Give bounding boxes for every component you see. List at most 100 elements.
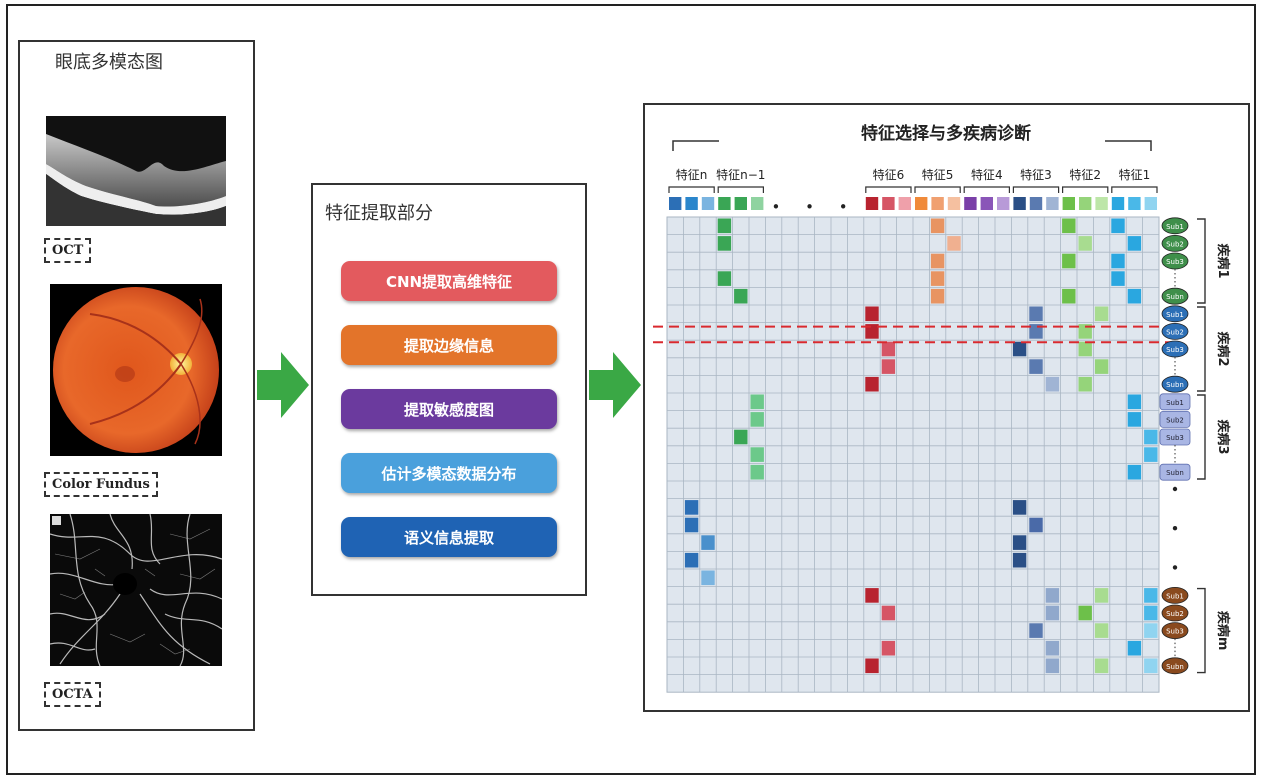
- feature-extraction-title: 特征提取部分: [325, 203, 433, 224]
- feature-swatch: [1111, 197, 1125, 210]
- marked-cell: [947, 236, 961, 251]
- sub-node-label: Sub3: [1166, 628, 1184, 636]
- marked-cell: [930, 218, 945, 234]
- feature-brace: [1012, 186, 1060, 193]
- sub-node: [1161, 217, 1189, 235]
- marked-cell: [1144, 623, 1158, 638]
- marked-cell: [881, 640, 896, 656]
- sub-node-label: Subn: [1166, 381, 1184, 389]
- marked-cell: [1062, 218, 1076, 234]
- marked-cell: [865, 658, 879, 674]
- sub-node-label: Sub2: [1166, 328, 1184, 336]
- feature-swatch: [997, 197, 1010, 210]
- marked-cell: [1012, 552, 1027, 568]
- sub-node-label: Sub1: [1166, 592, 1184, 600]
- marked-cell: [881, 359, 896, 374]
- feature-swatch: [1079, 197, 1092, 210]
- feature-swatch: [964, 197, 977, 210]
- marked-cell: [1078, 376, 1092, 392]
- marked-cell: [701, 535, 715, 550]
- sub-node-label: Sub1: [1166, 311, 1184, 319]
- marked-cell: [1029, 306, 1043, 322]
- vertical-ellipsis-dot: [1172, 526, 1178, 531]
- disease-label: 疾病1: [1215, 243, 1231, 278]
- sub-node-label: Sub2: [1166, 416, 1184, 424]
- marked-cell: [750, 394, 764, 410]
- marked-cell: [1127, 288, 1142, 304]
- feature-swatch: [865, 197, 879, 210]
- feature-swatch: [1046, 197, 1059, 210]
- marked-cell: [1094, 623, 1109, 638]
- marked-cell: [930, 253, 945, 269]
- vertical-ellipsis-dot: [1172, 486, 1178, 492]
- marked-cell: [750, 447, 764, 462]
- oct-label: OCT: [44, 238, 92, 263]
- sub-node: [1161, 375, 1189, 393]
- step-distribution-estimation: 估计多模态数据分布: [341, 453, 557, 493]
- feature-label: 特征3: [1020, 167, 1052, 182]
- marked-cell: [1045, 376, 1060, 392]
- feature-swatch: [1128, 197, 1141, 210]
- marked-cell: [1045, 658, 1060, 674]
- feature-brace: [914, 186, 961, 193]
- marked-cell: [930, 288, 945, 304]
- multimodal-panel-title: 眼底多模态图: [55, 52, 163, 73]
- marked-cell: [1127, 412, 1142, 427]
- sub-node: [1161, 657, 1189, 675]
- feature-extraction-panel: 特征提取部分 CNN提取高维特征 提取边缘信息 提取敏感度图 估计多模态数据分布…: [311, 183, 587, 596]
- marked-cell: [1094, 306, 1109, 322]
- feature-label: 特征n: [676, 167, 708, 182]
- bracket-right: [1105, 140, 1152, 151]
- marked-cell: [865, 588, 879, 603]
- feature-swatch: [751, 197, 764, 210]
- marked-cell: [1029, 623, 1043, 638]
- disease-brace: [1197, 587, 1206, 674]
- sub-node: [1159, 463, 1191, 481]
- step-edge-info: 提取边缘信息: [341, 325, 557, 365]
- octa-label: OCTA: [44, 682, 101, 707]
- sub-node: [1161, 287, 1189, 305]
- octa-image: [50, 514, 222, 666]
- sub-node-label: Sub3: [1166, 346, 1184, 354]
- sub-node: [1161, 322, 1189, 340]
- feature-swatch: [718, 197, 731, 210]
- marked-cell: [1127, 236, 1142, 251]
- feature-swatch: [734, 197, 747, 210]
- marked-cell: [1078, 341, 1092, 357]
- feature-label: 特征5: [922, 167, 954, 182]
- marked-cell: [684, 500, 699, 515]
- sub-node: [1161, 234, 1189, 252]
- marked-cell: [1094, 588, 1109, 603]
- sub-node-label: Subn: [1166, 293, 1184, 301]
- flow-arrow-1: [257, 352, 309, 418]
- sub-node-label: Sub1: [1166, 399, 1184, 407]
- feature-label: 特征n−1: [716, 167, 765, 182]
- marked-cell: [1127, 640, 1142, 656]
- marked-cell: [1045, 640, 1060, 656]
- feature-ellipsis: • • •: [772, 198, 858, 216]
- flow-arrow-2: [589, 352, 641, 418]
- sub-node-label: Sub2: [1166, 240, 1184, 248]
- marked-cell: [881, 341, 896, 357]
- marked-cell: [881, 605, 896, 621]
- marked-cell: [1111, 253, 1125, 269]
- step-semantic-extraction: 语义信息提取: [341, 517, 557, 557]
- marked-cell: [1062, 253, 1076, 269]
- sub-node: [1161, 305, 1189, 323]
- sub-node-label: Sub2: [1166, 610, 1184, 618]
- feature-brace: [963, 186, 1010, 193]
- feature-swatch: [1062, 197, 1075, 210]
- feature-swatch: [898, 197, 911, 210]
- marked-cell: [865, 306, 879, 322]
- marked-cell: [1144, 447, 1158, 462]
- multimodal-image-panel: 眼底多模态图 OCT: [18, 40, 255, 731]
- feature-swatch: [701, 197, 715, 210]
- marked-cell: [1094, 658, 1109, 674]
- marked-cell: [1144, 429, 1158, 445]
- disease-label: 疾病2: [1215, 331, 1231, 366]
- feature-swatch: [1029, 197, 1043, 210]
- marked-cell: [1144, 605, 1158, 621]
- marked-cell: [1144, 588, 1158, 603]
- step-cnn-features: CNN提取高维特征: [341, 261, 557, 301]
- marked-cell: [717, 271, 732, 286]
